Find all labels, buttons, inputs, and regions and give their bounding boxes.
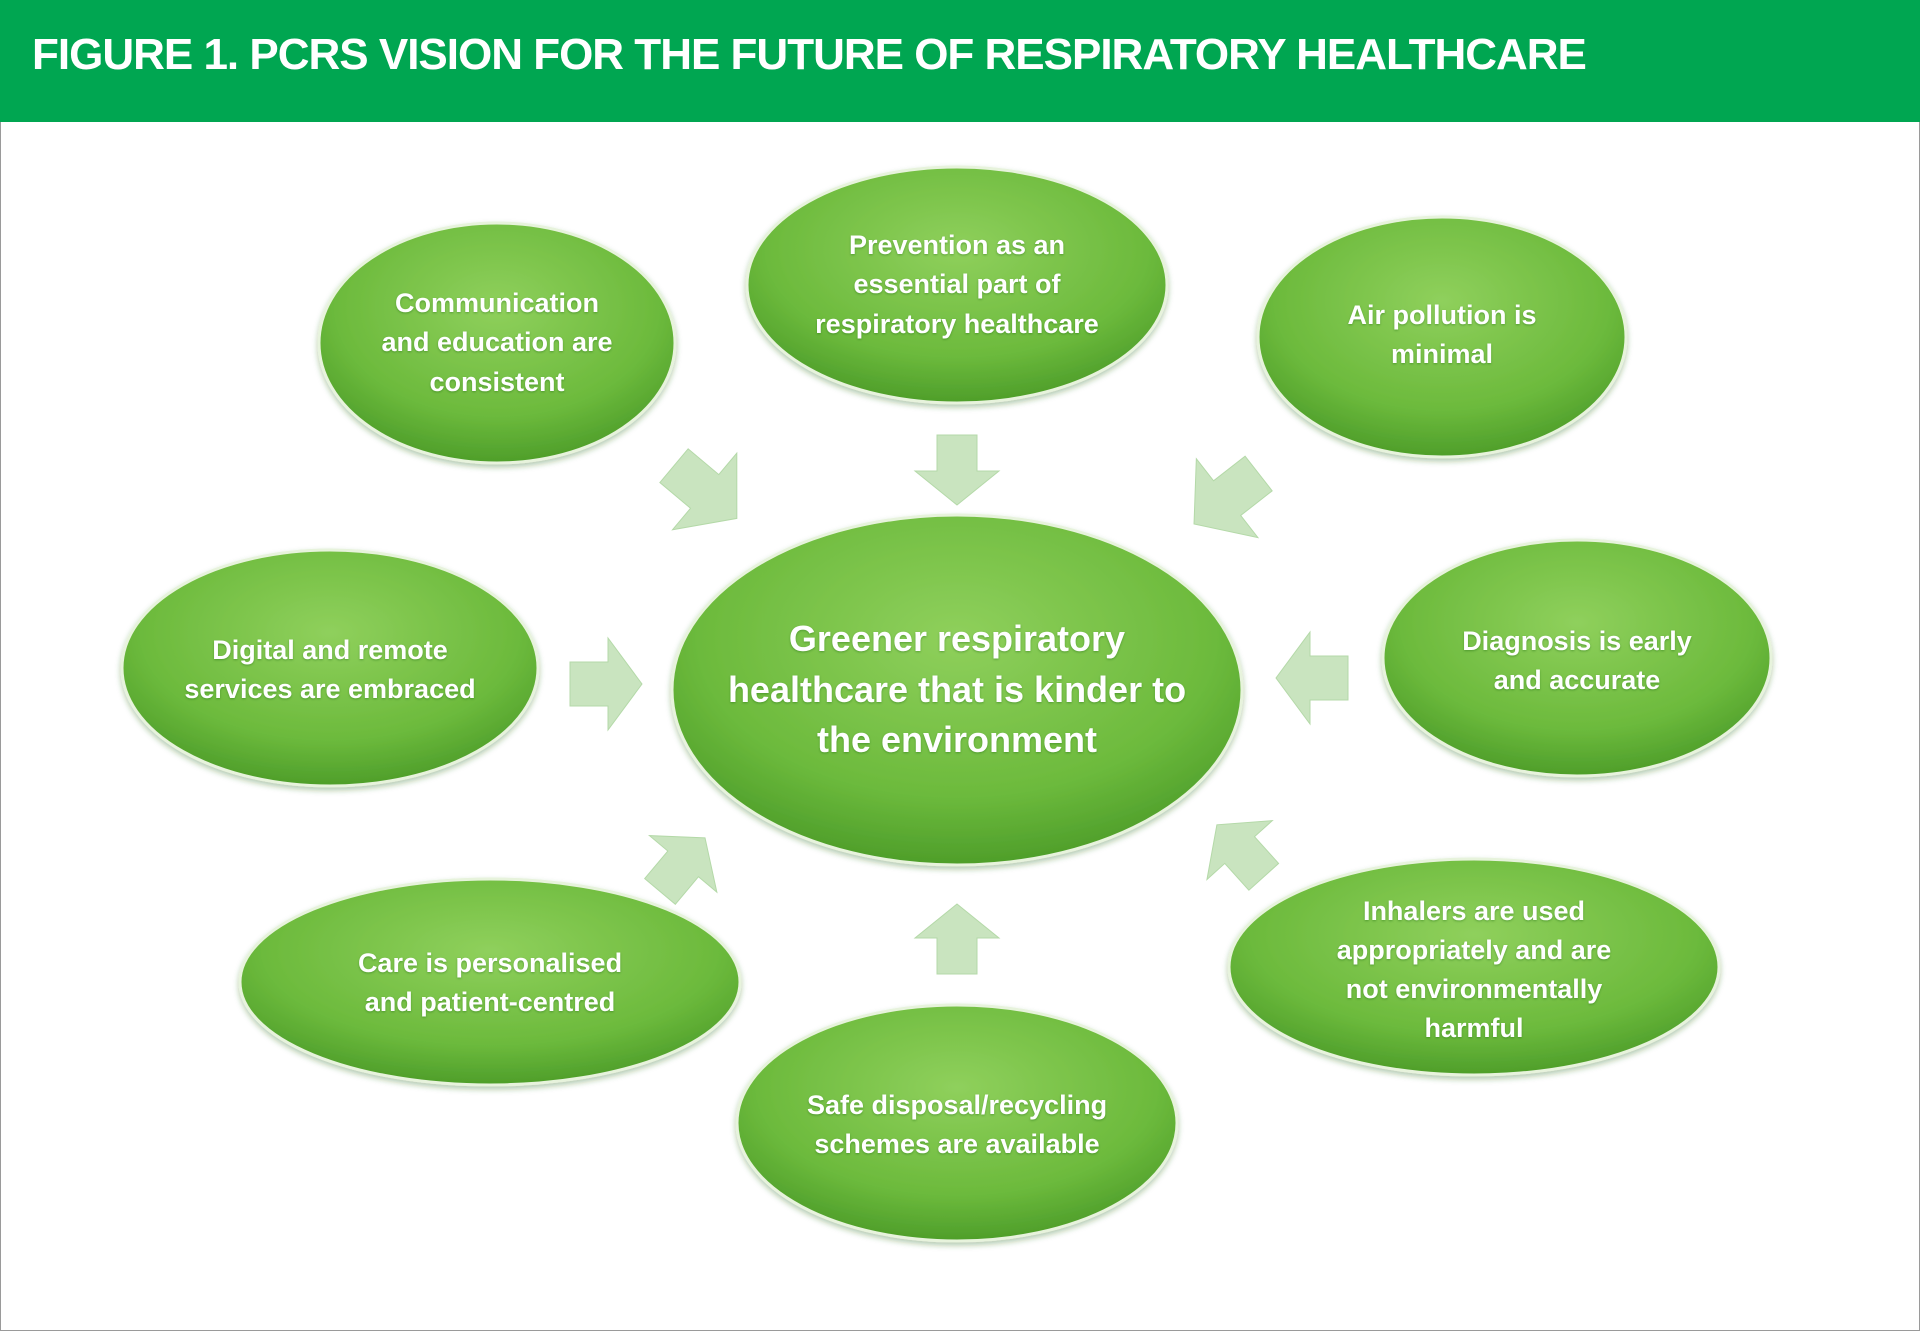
node-communication-shape [317,221,677,465]
node-communication-label: Communication and education are consiste… [381,288,613,397]
node-digital-shape [120,548,540,788]
figure-title: FIGURE 1. PCRS VISION FOR THE FUTURE OF … [32,30,1587,79]
center-node-shape [670,513,1244,867]
node-disposal-label: Safe disposal/recycling schemes are avai… [806,1089,1108,1159]
figure-header: FIGURE 1. PCRS VISION FOR THE FUTURE OF … [0,0,1920,122]
center-node-label: Greener respiratory healthcare that is k… [727,618,1187,761]
arrow-from-prevention [913,434,1001,506]
node-prevention-label: Prevention as an essential part of respi… [815,230,1099,339]
node-diagnosis-label: Diagnosis is early and accurate [1462,625,1692,695]
node-disposal-shape [735,1003,1179,1243]
node-prevention-shape [745,165,1169,405]
node-air-pollution-shape [1256,215,1628,459]
arrow-from-air-pollution [1193,455,1273,539]
node-inhalers-label: Inhalers are used appropriately and are … [1336,895,1612,1044]
arrow-from-communication [659,448,738,531]
arrow-from-disposal [913,903,1001,975]
arrow-from-care [643,835,718,906]
arrow-from-digital [569,636,643,732]
arrow-from-diagnosis [1275,630,1349,726]
node-digital-label: Digital and remote services are embraced [184,634,476,704]
node-inhalers-shape [1227,857,1721,1077]
arrow-from-inhalers [1206,820,1280,891]
node-air-pollution-label: Air pollution is minimal [1347,299,1537,369]
node-care-shape [238,877,742,1087]
node-diagnosis-shape [1381,538,1773,778]
node-care-label: Care is personalised and patient-centred [357,947,623,1017]
